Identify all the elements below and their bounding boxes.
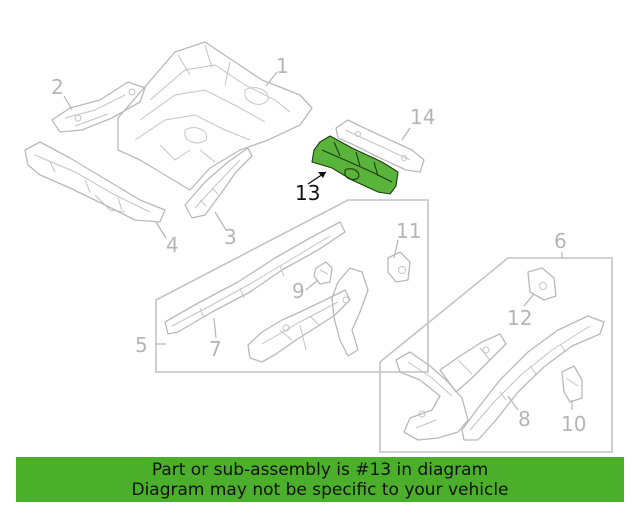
part-14-bracket	[335, 119, 425, 173]
callout-13-highlighted: 13	[295, 181, 320, 205]
part-9-small-bracket	[313, 261, 333, 285]
part-1-rear-floor-pan	[117, 41, 313, 191]
callout-1: 1	[276, 54, 289, 78]
part-12-plate	[527, 267, 557, 301]
part-13-highlighted-reinforcement	[311, 135, 399, 195]
banner-line-part-number: Part or sub-assembly is #13 in diagram	[151, 459, 489, 480]
part-8-frame-rail	[461, 315, 605, 441]
callout-7: 7	[209, 337, 222, 361]
part-7-frame-rail	[164, 221, 346, 335]
part-3-side-rail	[184, 147, 253, 219]
right-subframe-assembly	[395, 333, 507, 441]
callout-4: 4	[166, 233, 179, 257]
callout-9: 9	[292, 279, 305, 303]
callout-8: 8	[518, 407, 531, 431]
callout-11: 11	[396, 219, 421, 243]
part-11-plate	[387, 251, 411, 283]
callout-6: 6	[554, 229, 567, 253]
leader-lines	[63, 71, 573, 411]
part-4-side-member	[24, 141, 166, 223]
callout-10: 10	[561, 412, 586, 436]
banner-line-disclaimer: Diagram may not be specific to your vehi…	[131, 479, 509, 500]
callout-12: 12	[507, 306, 532, 330]
callout-3: 3	[224, 225, 237, 249]
callout-14: 14	[410, 105, 435, 129]
info-banner: Part or sub-assembly is #13 in diagram D…	[16, 457, 624, 502]
part-10-bracket	[561, 365, 583, 403]
assembly-box-6	[379, 257, 613, 453]
left-subframe-assembly	[247, 267, 369, 363]
callout-5: 5	[135, 333, 148, 357]
callout-2: 2	[51, 75, 64, 99]
callout-labels: 1 2 3 4 5 6 7 8 9 10 11 12 13 14	[51, 54, 586, 436]
part-2-bracket	[51, 81, 146, 133]
assembly-box-5	[155, 199, 429, 373]
